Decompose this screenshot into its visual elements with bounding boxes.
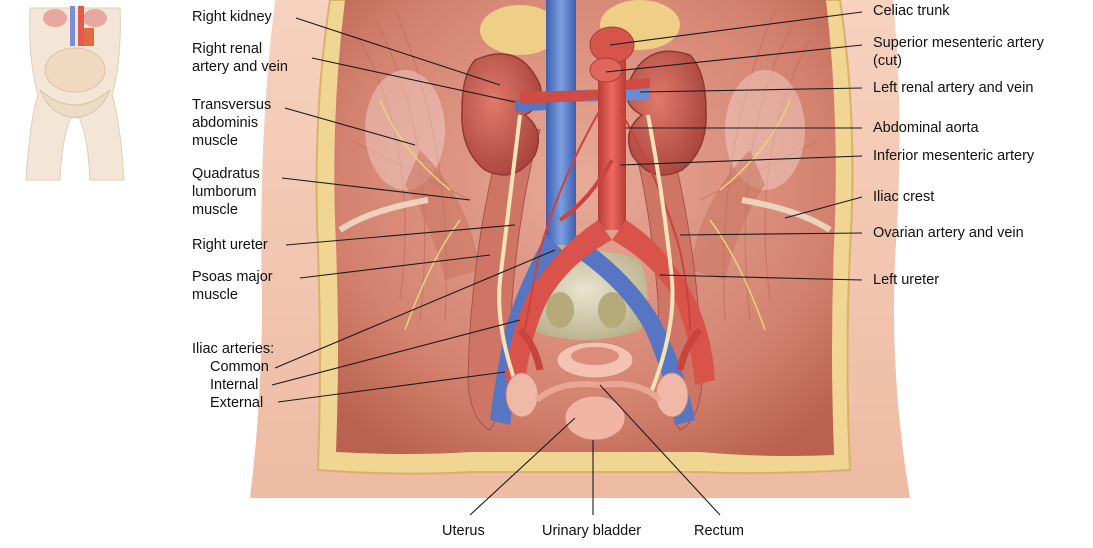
body-orientation-icon: [0, 0, 175, 190]
label-ovarian-artery-vein: Ovarian artery and vein: [873, 224, 1024, 242]
label-superior-mesenteric-artery: Superior mesenteric artery (cut): [873, 34, 1044, 70]
label-left-ureter: Left ureter: [873, 271, 939, 289]
label-urinary-bladder: Urinary bladder: [542, 522, 641, 540]
label-iliac-crest: Iliac crest: [873, 188, 934, 206]
label-abdominal-aorta: Abdominal aorta: [873, 119, 979, 137]
label-left-renal-artery-vein: Left renal artery and vein: [873, 79, 1033, 97]
label-right-ureter: Right ureter: [192, 236, 268, 254]
label-iliac-arteries: Iliac arteries: Common Internal External: [192, 340, 274, 412]
label-right-renal-artery-vein: Right renal artery and vein: [192, 40, 288, 76]
label-celiac-trunk: Celiac trunk: [873, 2, 950, 20]
label-right-kidney: Right kidney: [192, 8, 272, 26]
label-quadratus-lumborum: Quadratus lumborum muscle: [192, 165, 260, 219]
label-uterus: Uterus: [442, 522, 485, 540]
label-rectum: Rectum: [694, 522, 744, 540]
label-transversus-abdominis: Transversus abdominis muscle: [192, 96, 271, 150]
label-inferior-mesenteric-artery: Inferior mesenteric artery: [873, 147, 1034, 165]
label-psoas-major: Psoas major muscle: [192, 268, 273, 304]
